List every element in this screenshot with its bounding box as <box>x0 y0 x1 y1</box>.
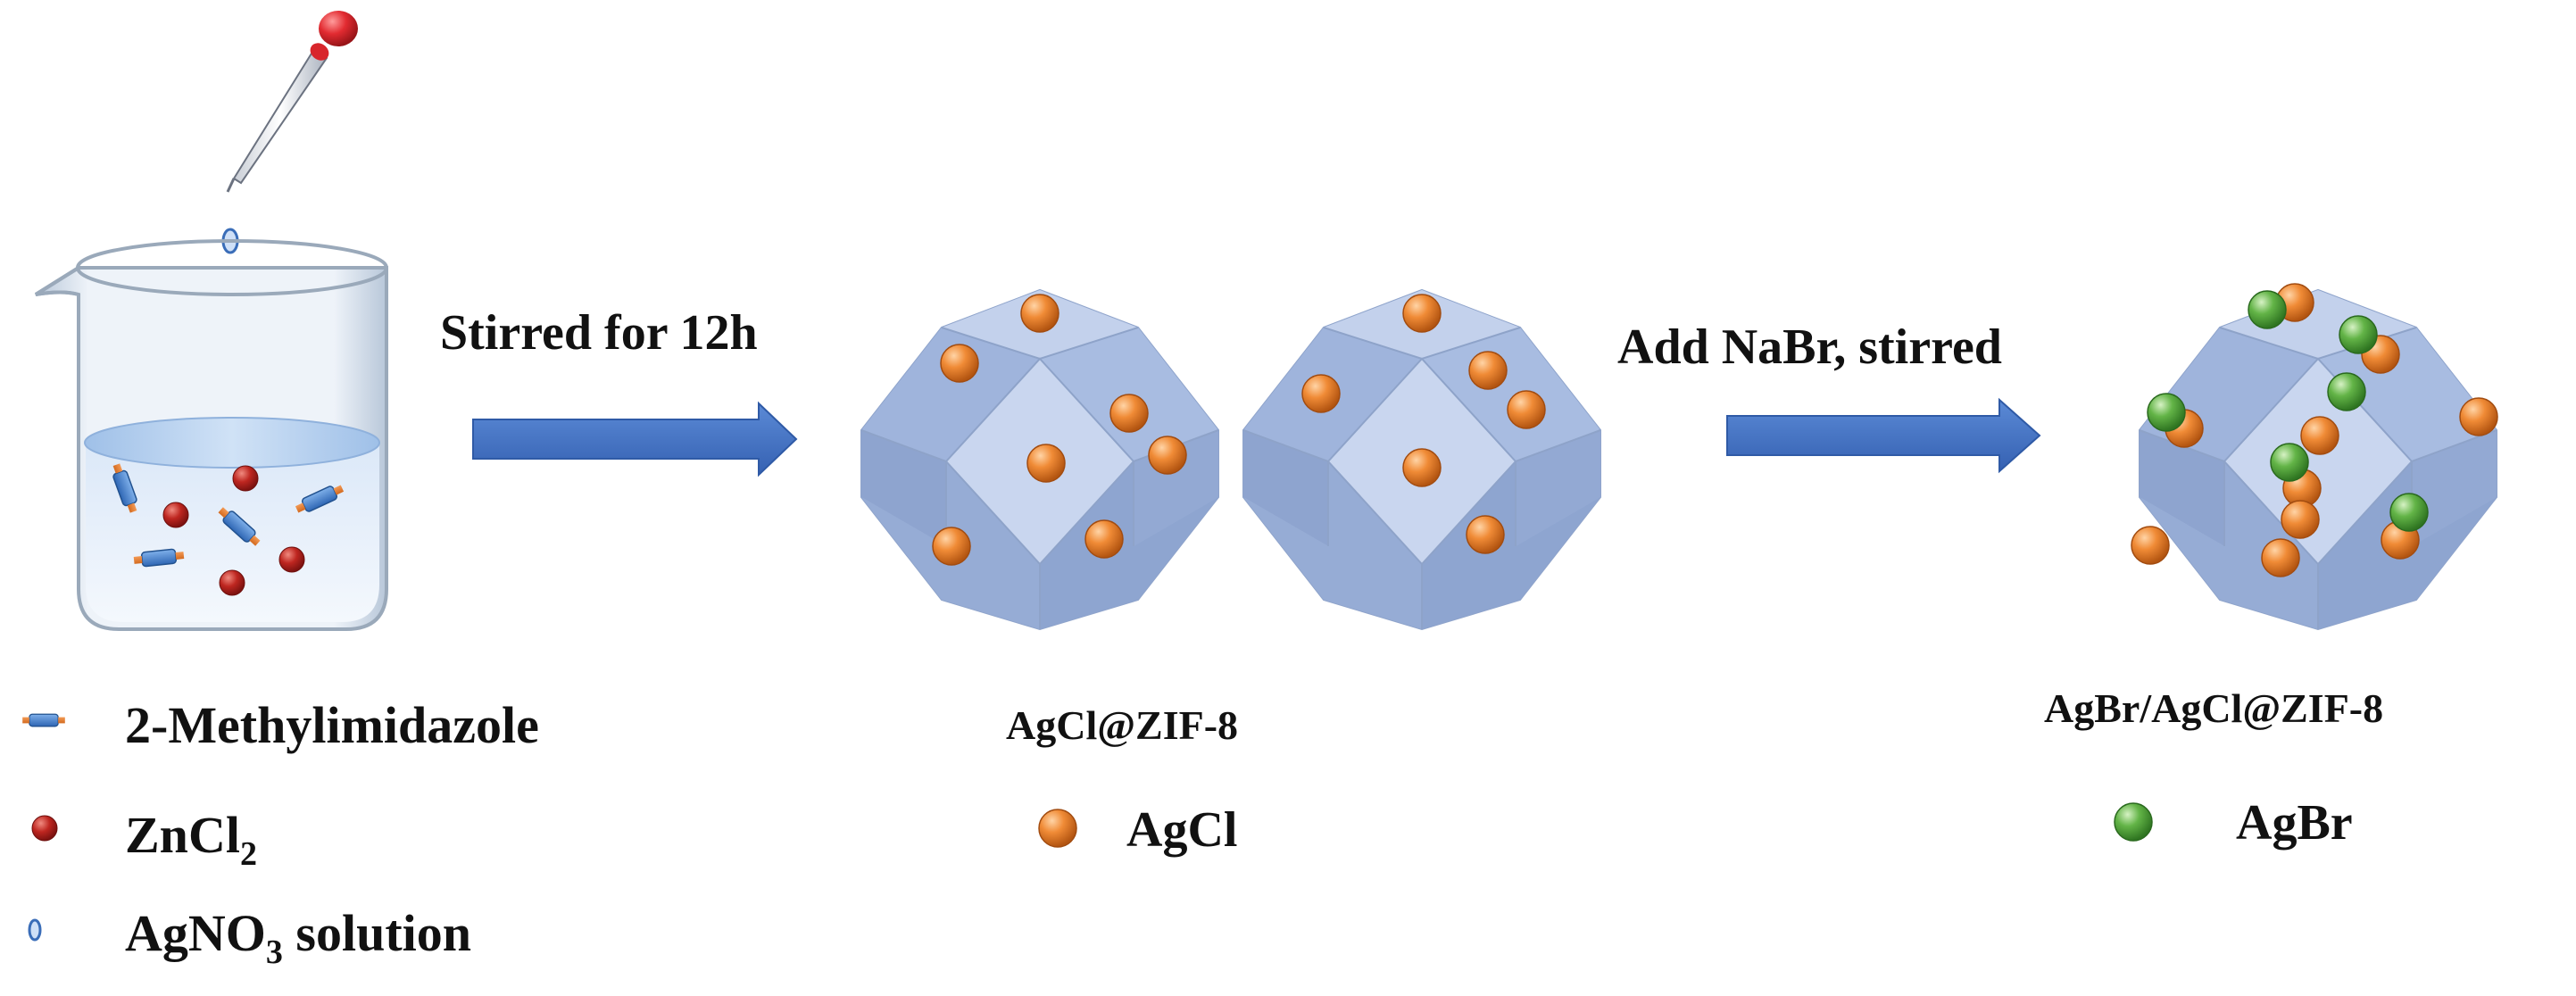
beaker-icon <box>34 239 388 631</box>
agbr-particle-icon <box>2114 802 2153 842</box>
dropper-icon <box>226 11 358 193</box>
legend-methylimidazole: 2-Methylimidazole <box>21 696 539 754</box>
product2-label: AgBr/AgCl@ZIF-8 <box>2044 685 2383 731</box>
zif8-crystal-icon <box>2131 283 2498 630</box>
legend-methylimidazole-label: 2-Methylimidazole <box>125 696 539 754</box>
agcl-particle-icon <box>1038 809 1077 848</box>
arrow-icon <box>1726 397 2041 474</box>
legend-zncl2: ZnCl2 <box>31 806 257 873</box>
product1-label: AgCl@ZIF-8 <box>1006 702 1238 748</box>
arrow-icon <box>472 401 798 477</box>
legend-agbr-label: AgBr <box>2236 795 2353 851</box>
step2-label: Add NaBr, stirred <box>1617 320 2002 375</box>
drop-icon <box>28 918 42 942</box>
zncl2-particle-icon <box>31 815 58 842</box>
linker-icon <box>21 713 66 727</box>
legend-agcl: AgCl <box>1038 802 1237 858</box>
legend-agno3-label: AgNO3 solution <box>125 904 471 971</box>
legend-left: 2-Methylimidazole ZnCl2 AgNO3 solution <box>21 696 539 971</box>
zif8-crystal-icon <box>1242 289 1601 630</box>
zif8-crystal-icon <box>860 289 1219 630</box>
legend-agcl-label: AgCl <box>1126 802 1237 858</box>
step1-label: Stirred for 12h <box>440 305 758 361</box>
legend-zncl2-label: ZnCl2 <box>125 806 257 873</box>
legend-agno3: AgNO3 solution <box>28 904 471 971</box>
legend-agbr: AgBr <box>2114 795 2353 851</box>
